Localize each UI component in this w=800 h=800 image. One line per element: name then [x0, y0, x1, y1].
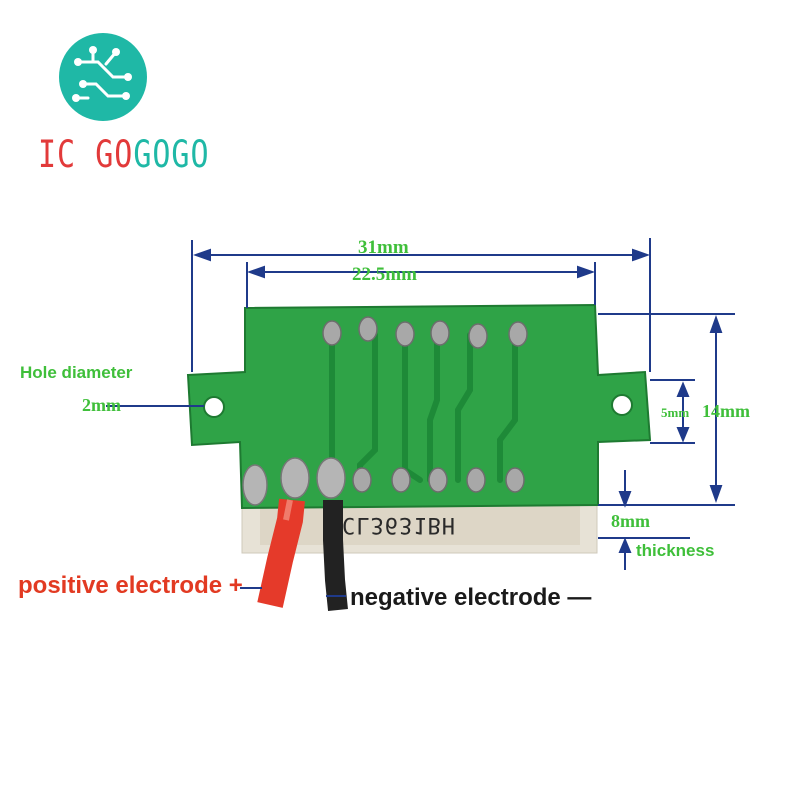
dimension-width-inner: 22.5mm: [352, 264, 417, 285]
thickness-label: thickness: [636, 541, 715, 560]
dimension-height: 14mm: [702, 401, 750, 421]
brand-name-part2: GO: [95, 133, 134, 177]
part-code: CL3631BH: [342, 512, 456, 537]
mounting-hole-left: [203, 396, 225, 418]
mounting-hole-right: [611, 394, 633, 416]
positive-electrode-label: positive electrode +: [18, 572, 243, 599]
bottom-pads: [352, 467, 525, 493]
solder-negative: [316, 457, 346, 499]
pcb-board: [186, 303, 652, 510]
negative-electrode-label: negative electrode —: [350, 584, 592, 611]
solder-unused: [242, 464, 268, 506]
dimension-hole-spacing: 5mm: [661, 405, 690, 420]
brand-name-part1: IC: [38, 133, 96, 177]
solder-positive: [280, 457, 310, 499]
brand-name-part3: GOGO: [133, 133, 210, 177]
hole-diameter-title: Hole diameter: [20, 363, 133, 382]
top-pads: [322, 316, 528, 349]
hole-diameter-value: 2mm: [82, 395, 121, 415]
circuit-board-icon: [59, 33, 147, 121]
dimension-lines: [106, 238, 735, 597]
dimension-width-outer: 31mm: [358, 237, 409, 258]
brand-name: IC GOGOGO: [38, 133, 210, 177]
dimension-thickness: 8mm: [611, 511, 650, 531]
negative-wire: [323, 500, 348, 611]
